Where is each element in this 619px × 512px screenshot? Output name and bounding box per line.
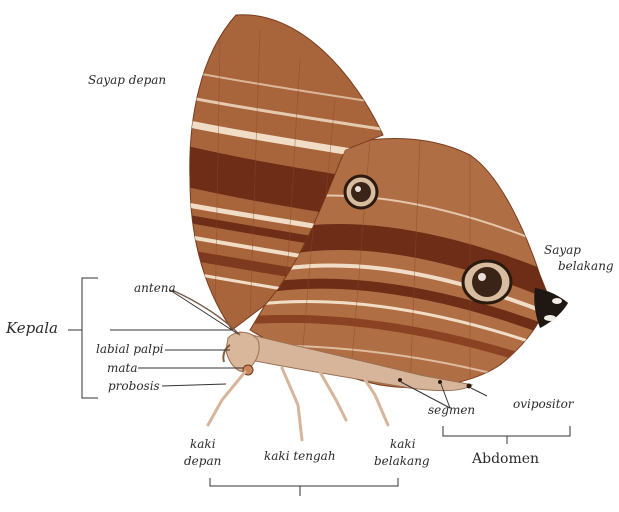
label-ovipositor: ovipositor: [513, 397, 574, 411]
label-hindwing-line1: Sayap: [544, 243, 581, 257]
label-foreleg-line2: depan: [184, 454, 221, 468]
label-labial-palpi: labial palpi: [96, 342, 164, 356]
label-head: Kepala: [6, 321, 58, 335]
eyespot-lower: [463, 261, 511, 303]
label-antenna: antena: [134, 281, 176, 295]
label-eye: mata: [107, 361, 138, 375]
label-hindleg-line1: kaki: [390, 437, 416, 451]
label-midleg: kaki tengah: [264, 449, 336, 463]
hindwing-tail: [534, 288, 568, 328]
label-foreleg-line1: kaki: [190, 437, 216, 451]
label-segments: segmen: [428, 403, 475, 417]
label-hindleg-line2: belakang: [374, 454, 430, 468]
label-forewing: Sayap depan: [88, 73, 166, 87]
label-abdomen: Abdomen: [472, 452, 539, 466]
label-hindwing-line2: belakang: [558, 259, 614, 273]
eyespot-upper: [345, 176, 377, 208]
label-proboscis: probosis: [108, 379, 160, 393]
